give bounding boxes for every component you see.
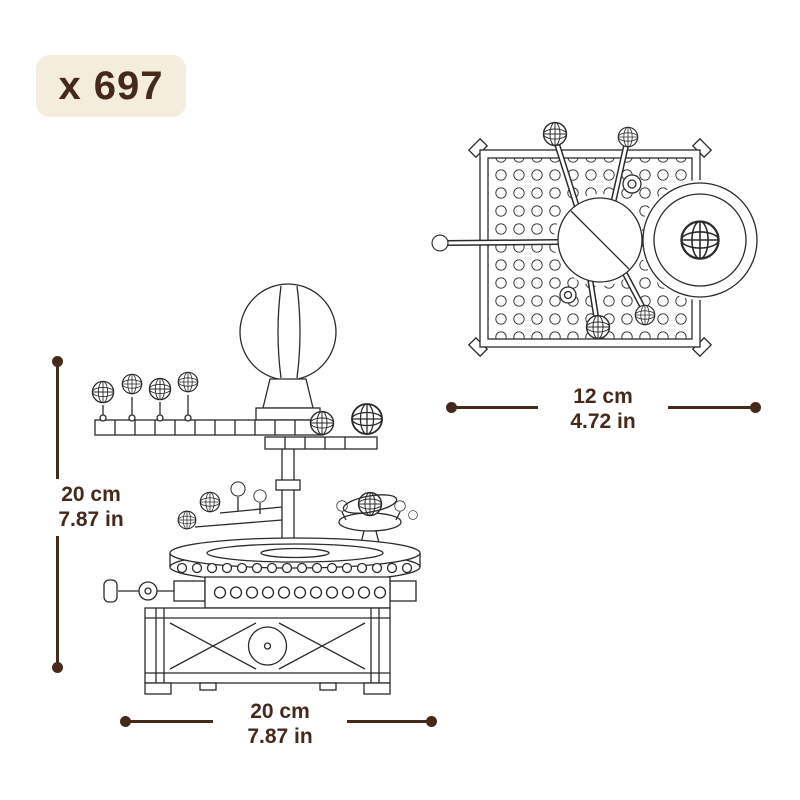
top-width-dimension-label: 12 cm 4.72 in xyxy=(538,381,668,439)
imperial-value: 4.72 in xyxy=(570,409,636,433)
saturn-dish xyxy=(336,491,418,548)
top-view-drawing xyxy=(431,121,760,358)
dimension-endpoint-dot xyxy=(52,662,63,673)
piece-count-badge: x 697 xyxy=(36,55,186,117)
height-dimension-label: 20 cm 7.87 in xyxy=(38,479,144,537)
bottom-width-dimension-label: 20 cm 7.87 in xyxy=(213,696,347,754)
metric-value: 12 cm xyxy=(573,385,633,408)
imperial-value: 7.87 in xyxy=(247,724,313,748)
dimension-endpoint-dot xyxy=(446,402,457,413)
front-view-drawing xyxy=(91,283,421,695)
dimension-endpoint-dot xyxy=(52,356,63,367)
dimension-endpoint-dot xyxy=(120,716,131,727)
crank-handle xyxy=(103,579,174,603)
sun-sphere xyxy=(239,283,337,381)
metric-value: 20 cm xyxy=(250,700,310,723)
piece-count-label: x 697 xyxy=(58,63,164,108)
dimension-endpoint-dot xyxy=(426,716,437,727)
base-box xyxy=(144,607,391,695)
dimension-endpoint-dot xyxy=(750,402,761,413)
imperial-value: 7.87 in xyxy=(58,507,124,531)
metric-value: 20 cm xyxy=(61,483,121,506)
